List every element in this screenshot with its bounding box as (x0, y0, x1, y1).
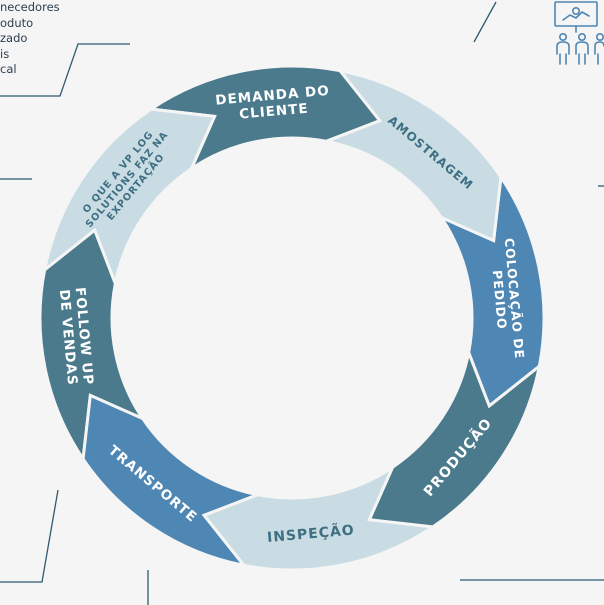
side-text-line: necedores (0, 0, 60, 14)
cycle-segment-amostragem (320, 68, 503, 243)
leader-line-top-right (473, 1, 497, 43)
cycle-label-line: CLIENTE (239, 101, 310, 123)
cycle-segment-transporte (81, 393, 264, 568)
leader-line-bottom-left (0, 489, 59, 583)
cycle-label-line: PEDIDO (490, 269, 510, 330)
side-text-line: oduto (0, 15, 34, 30)
cycle-segment-o-que-a-vp-log-faz (42, 107, 217, 290)
leader-line-top-left (0, 43, 130, 97)
presentation-team-icon (554, 1, 604, 65)
side-text-line: cal (0, 62, 17, 76)
side-text-line: zado (0, 31, 28, 45)
side-text-line: is (0, 46, 10, 61)
cycle-segment-producao (367, 346, 542, 529)
cycle-segment-colocacao-de-pedido (437, 172, 546, 409)
cycle-segment-follow-up-de-vendas (38, 227, 147, 464)
cycle-segment-inspecao (201, 463, 438, 572)
side-text-block: necedores oduto zado is cal (0, 0, 60, 78)
